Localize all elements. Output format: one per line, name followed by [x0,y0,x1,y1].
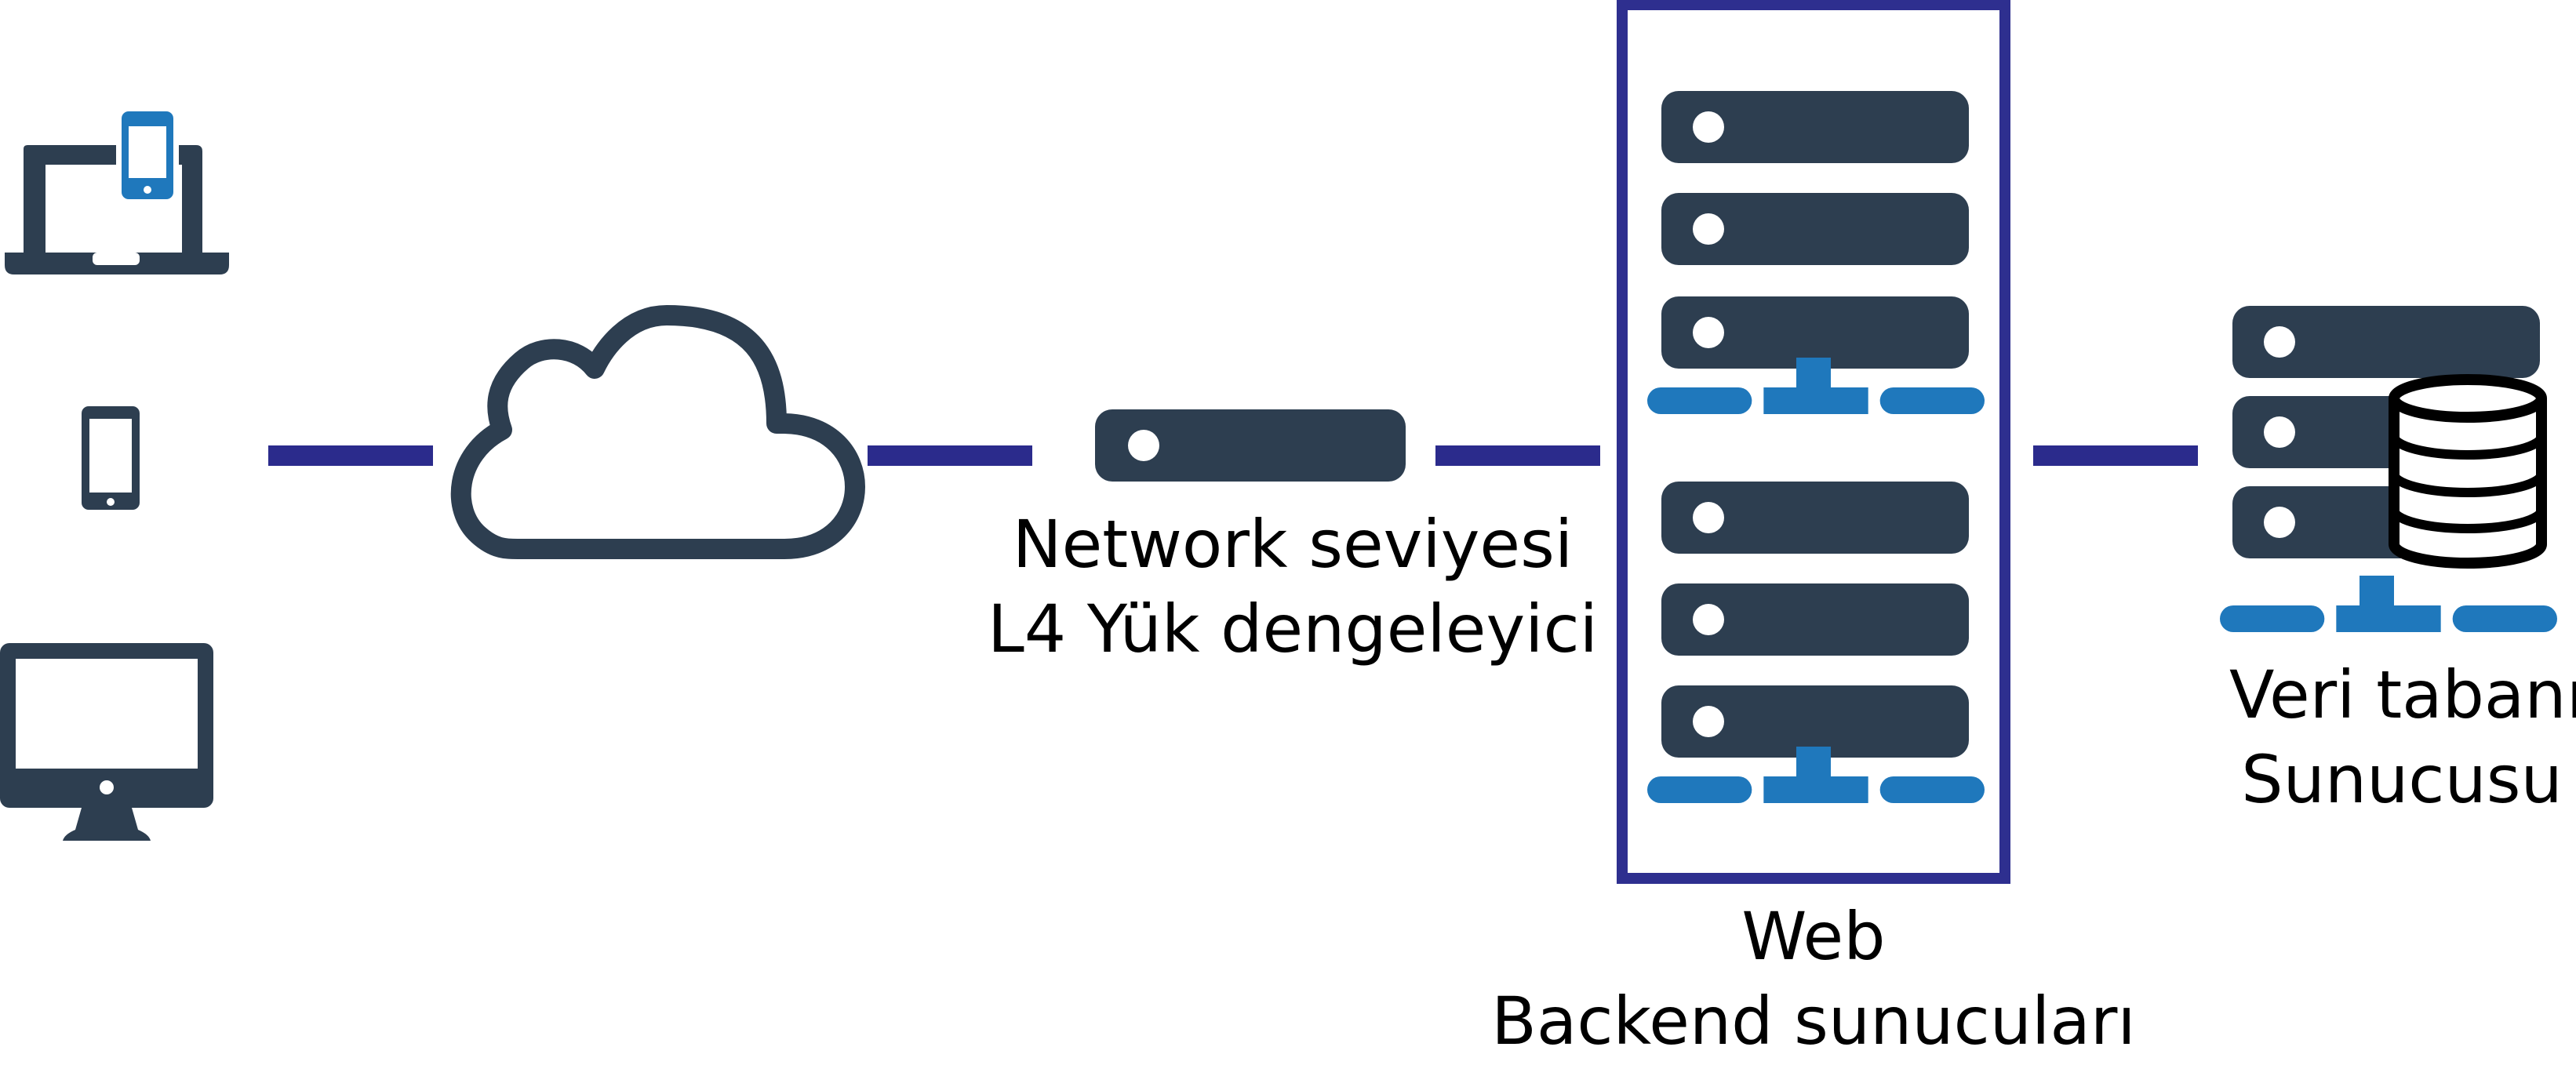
web-server-unit-3 [1661,296,1969,369]
database-icon [2389,374,2547,569]
load-balancer-label-line-1: Network seviyesi [1012,506,1574,583]
db-network-bar [2220,576,2557,632]
web-server-unit-1 [1661,91,1969,163]
database-label: Veri tabanı Sunucusu [2229,653,2576,822]
connector-web-db [2033,445,2198,466]
web-network-bar-2 [1647,747,1985,803]
connector-lb-web [1435,445,1600,466]
connector-devices-cloud [268,445,433,466]
db-server-unit-1 [2232,306,2540,378]
web-servers-label-line-2: Backend sunucuları [1491,983,2136,1060]
database-label-line-2: Sunucusu [2241,741,2563,818]
laptop-icon [5,145,229,274]
load-balancer-label-line-2: L4 Yük dengeleyici [987,591,1599,667]
web-server-unit-6 [1661,685,1969,758]
web-server-unit-4 [1661,482,1969,554]
desktop-monitor-icon [0,643,213,841]
client-devices [0,111,229,841]
smartphone-icon [122,111,173,199]
server-rack-icon [1647,91,1985,803]
web-network-bar-1 [1647,358,1985,414]
web-servers-frame [1617,0,2010,884]
database-label-line-1: Veri tabanı [2229,656,2576,733]
web-server-unit-5 [1661,583,1969,656]
server-unit-icon [1095,409,1406,482]
web-server-unit-2 [1661,193,1969,265]
web-servers-label-line-1: Web [1741,898,1886,975]
tablet-icon [82,406,140,510]
connectors [268,445,2198,466]
connector-cloud-lb [868,445,1032,466]
web-servers-label: Web Backend sunucuları [1421,894,2206,1063]
cloud-icon [450,305,865,559]
load-balancer-label: Network seviyesi L4 Yük dengeleyici [861,502,1724,671]
